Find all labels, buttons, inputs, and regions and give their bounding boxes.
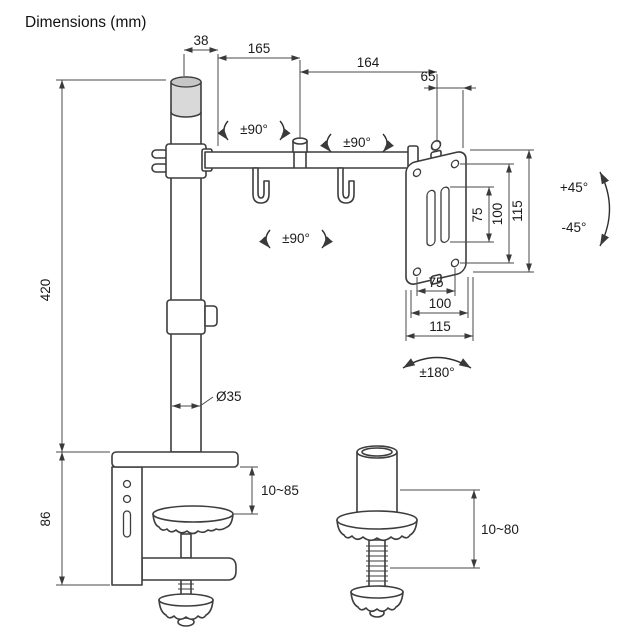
dim-top-width-label: 38 bbox=[193, 33, 208, 48]
swivel-base-label: ±90° bbox=[240, 122, 268, 137]
vesa-slot-left bbox=[426, 189, 436, 247]
clamp-knob-tip bbox=[177, 617, 195, 627]
dim-pole-height-label: 420 bbox=[38, 279, 53, 302]
arm-collar bbox=[165, 143, 207, 179]
cable-sleeve bbox=[166, 299, 206, 335]
vesa-horizontal-75-label: 75 bbox=[428, 275, 443, 290]
tilt-up-label: +45° bbox=[560, 180, 588, 195]
clamp-lower-jaw bbox=[141, 557, 237, 581]
swivel-mid-label: ±90° bbox=[343, 135, 371, 150]
dim-clamp-height-label: 86 bbox=[38, 511, 53, 526]
vesa-bottom-tab bbox=[430, 273, 442, 285]
pole-cap-rim bbox=[170, 76, 202, 88]
clamp-screw-upper bbox=[180, 533, 192, 559]
swivel-arrow-lower bbox=[259, 229, 333, 249]
grommet-range-label: 10~80 bbox=[481, 522, 519, 537]
arm bbox=[201, 137, 419, 204]
vesa-plate bbox=[405, 139, 467, 285]
vesa-vertical-100-label: 100 bbox=[490, 203, 505, 226]
page-title: Dimensions (mm) bbox=[25, 14, 146, 31]
swivel-arrow-mid bbox=[320, 133, 394, 153]
rotation-180-label: ±180° bbox=[419, 365, 454, 380]
dim-arm-reach-2-label: 164 bbox=[357, 55, 380, 70]
vesa-top-screw bbox=[430, 139, 442, 151]
vesa-vertical-75-label: 75 bbox=[470, 207, 485, 222]
swivel-lower-label: ±90° bbox=[282, 231, 310, 246]
dim-arm-reach-1-label: 165 bbox=[248, 41, 271, 56]
grommet-mount bbox=[336, 445, 418, 618]
rotation-arrow bbox=[402, 356, 472, 369]
pole-diameter-label: Ø35 bbox=[216, 389, 242, 404]
vesa-horizontal-115-label: 115 bbox=[429, 319, 451, 334]
grommet-rod bbox=[368, 539, 386, 591]
dimension-annotations: 38 165 164 65 420 86 ±90° ±90° ±90° +45°… bbox=[38, 33, 611, 586]
vesa-slot-right bbox=[440, 186, 450, 244]
vesa-vertical-115-label: 115 bbox=[510, 200, 525, 222]
cable-hook-left bbox=[252, 167, 270, 204]
swivel-arrow-base bbox=[217, 120, 291, 141]
clamp-top-plate bbox=[111, 451, 239, 468]
tilt-arrow bbox=[599, 171, 611, 247]
desk-clamp bbox=[111, 451, 239, 627]
arm-bar bbox=[204, 151, 413, 169]
tilt-down-label: -45° bbox=[562, 220, 587, 235]
grommet-pole bbox=[356, 451, 398, 519]
cable-clip bbox=[204, 305, 218, 327]
grommet-washer bbox=[336, 510, 418, 530]
dim-vesa-offset-label: 65 bbox=[420, 69, 435, 84]
pole bbox=[151, 76, 218, 453]
clamp-pad bbox=[152, 505, 234, 523]
vesa-horizontal-100-label: 100 bbox=[429, 296, 452, 311]
clamp-range-label: 10~85 bbox=[261, 483, 299, 498]
cable-hook-right bbox=[337, 167, 355, 204]
